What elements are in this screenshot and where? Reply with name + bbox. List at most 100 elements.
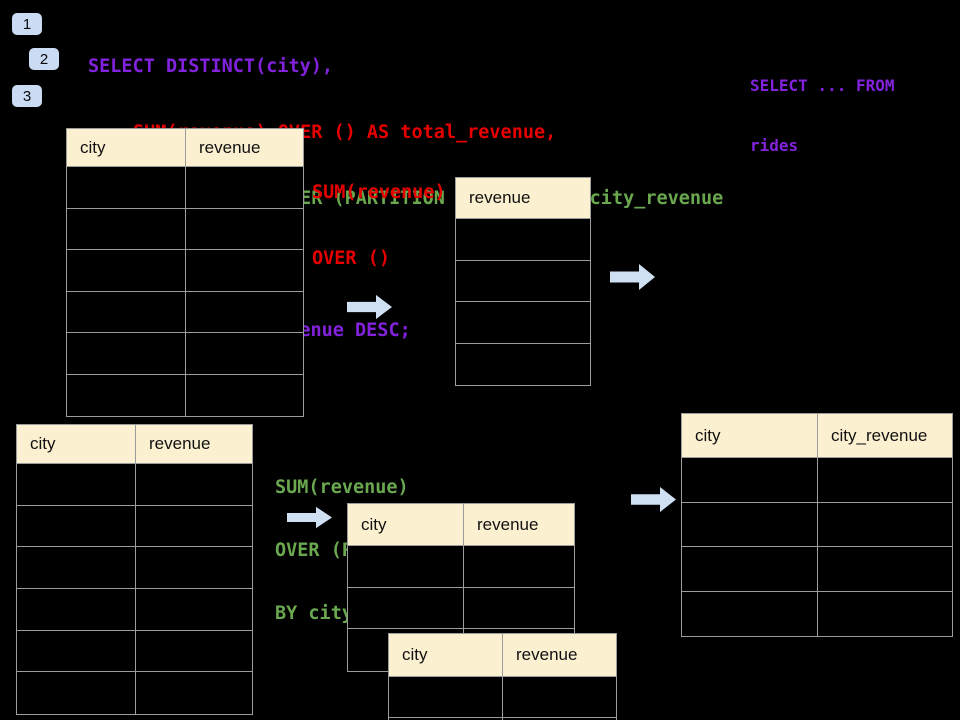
right-arrow-icon bbox=[347, 294, 392, 320]
right-arrow-icon bbox=[631, 486, 676, 513]
step-badge-1: 1 bbox=[12, 13, 42, 35]
table-row bbox=[456, 344, 590, 386]
table-cell bbox=[67, 250, 186, 292]
table-cell bbox=[818, 592, 952, 637]
table-row bbox=[682, 458, 952, 503]
table-cell bbox=[67, 291, 186, 333]
table-cell bbox=[136, 672, 252, 714]
table-cell bbox=[389, 677, 503, 718]
table-row bbox=[389, 718, 616, 720]
table-row bbox=[67, 333, 303, 375]
table-row bbox=[682, 502, 952, 547]
table-cell bbox=[17, 547, 136, 590]
column-header: city bbox=[348, 504, 464, 546]
table-cell bbox=[17, 672, 136, 715]
column-header: city bbox=[389, 634, 503, 677]
annotation-line: SUM(revenue) bbox=[312, 182, 446, 203]
table-cell bbox=[456, 219, 590, 261]
table-row bbox=[17, 547, 252, 590]
table-cell bbox=[17, 630, 136, 673]
right-arrow-icon bbox=[287, 506, 332, 529]
table-cell bbox=[136, 547, 252, 590]
table-cell bbox=[186, 292, 303, 333]
table-cell bbox=[136, 631, 252, 673]
column-header: revenue bbox=[186, 129, 303, 167]
table-cell bbox=[186, 250, 303, 292]
table-cell bbox=[17, 505, 136, 548]
table-row bbox=[17, 672, 252, 715]
table-row bbox=[67, 291, 303, 333]
table-row bbox=[67, 208, 303, 250]
table-cell bbox=[682, 591, 818, 636]
table-cell bbox=[348, 546, 464, 588]
table-row bbox=[389, 677, 616, 718]
table-row bbox=[17, 464, 252, 506]
table-cell bbox=[456, 344, 590, 386]
side-note-select-from-rides: SELECT ... FROM rides bbox=[750, 36, 895, 196]
table-cell bbox=[186, 167, 303, 209]
step-badge-2: 2 bbox=[29, 48, 59, 70]
right-arrow-icon bbox=[610, 264, 655, 290]
table-row bbox=[456, 261, 590, 302]
table-row bbox=[17, 589, 252, 631]
table-cell bbox=[682, 502, 818, 547]
table-cell bbox=[456, 261, 590, 302]
table-cell bbox=[136, 464, 252, 506]
table-cell bbox=[503, 677, 616, 718]
table-cell bbox=[67, 374, 186, 416]
table-cell bbox=[818, 458, 952, 503]
annotation-line: SUM(revenue) bbox=[275, 477, 409, 498]
table-row bbox=[67, 374, 303, 416]
table-row bbox=[67, 250, 303, 292]
table-cell bbox=[67, 333, 186, 375]
column-header: revenue bbox=[503, 634, 616, 677]
column-header: revenue bbox=[456, 178, 590, 219]
table-cell bbox=[464, 588, 574, 630]
step-badge-3: 3 bbox=[12, 85, 42, 107]
table-total-revenue-result: revenue bbox=[455, 177, 591, 386]
table-row bbox=[348, 546, 574, 588]
table-cell bbox=[17, 589, 136, 631]
table-row bbox=[17, 630, 252, 673]
table-row bbox=[682, 547, 952, 592]
table-header-row: revenue bbox=[456, 178, 590, 219]
side-note-line: SELECT ... FROM bbox=[750, 76, 895, 95]
annotation-line: OVER () bbox=[312, 248, 390, 269]
table-row bbox=[17, 505, 252, 548]
column-header: revenue bbox=[136, 425, 252, 464]
table-cell bbox=[818, 547, 952, 592]
table-cell bbox=[464, 546, 574, 588]
table-cell bbox=[186, 333, 303, 375]
table-row bbox=[456, 219, 590, 261]
table-cell bbox=[186, 209, 303, 250]
code-line-select: SELECT DISTINCT(city), bbox=[88, 56, 334, 77]
table-cell bbox=[682, 458, 818, 503]
table-cell bbox=[67, 208, 186, 250]
column-header: city bbox=[682, 414, 818, 458]
column-header: city bbox=[67, 129, 186, 167]
table-cell bbox=[136, 589, 252, 631]
table-cell bbox=[389, 718, 503, 720]
annotation-sum-over-total: SUM(revenue) OVER () bbox=[312, 138, 446, 314]
column-header: city_revenue bbox=[818, 414, 952, 458]
table-cell bbox=[67, 167, 186, 209]
table-cell bbox=[818, 503, 952, 547]
table-row bbox=[456, 302, 590, 344]
table-cell bbox=[136, 506, 252, 548]
table-cell bbox=[456, 302, 590, 344]
table-row bbox=[67, 167, 303, 209]
column-header: revenue bbox=[464, 504, 574, 546]
table-cell bbox=[682, 547, 818, 592]
column-header: city bbox=[17, 425, 136, 464]
side-note-line: rides bbox=[750, 136, 799, 155]
table-row bbox=[348, 587, 574, 630]
